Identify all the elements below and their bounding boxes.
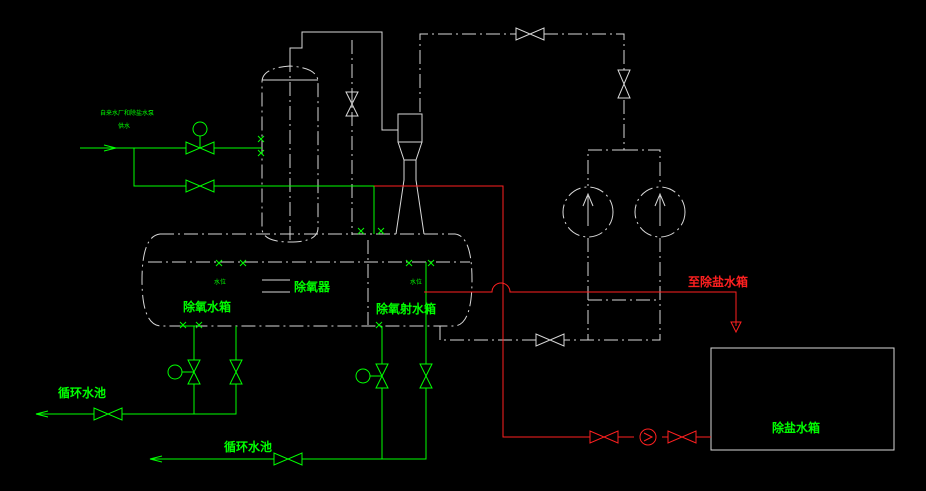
valve-bottom-horizontal[interactable] [535, 333, 565, 347]
valve-top-vertical[interactable] [617, 69, 631, 99]
valve-red-2[interactable] [667, 430, 697, 444]
makeup-source-label: 自来水厂和除盐水泵 [100, 109, 154, 117]
pump-red[interactable] [639, 428, 657, 446]
demin-water-tank [710, 347, 895, 451]
valve-ctrl-right[interactable] [355, 363, 389, 389]
deaerator-column [261, 31, 398, 244]
level-label-right: 水位 [410, 278, 422, 286]
makeup-source-label-2: 供水 [118, 122, 130, 130]
valve-makeup-bypass[interactable] [185, 179, 215, 193]
valve-makeup-main[interactable] [185, 121, 215, 155]
pump-piping [419, 33, 661, 341]
green-markers [179, 135, 435, 329]
makeup-water-line [80, 144, 375, 234]
red-line-to-demin [374, 185, 742, 438]
bottom-left-piping [35, 325, 237, 418]
valve-red-1[interactable] [589, 430, 619, 444]
recirc-pool-label-1: 循环水池 [58, 385, 106, 400]
ejector [395, 113, 425, 235]
valve-ctrl-left[interactable] [167, 359, 201, 385]
valve-recirc-1[interactable] [93, 407, 123, 421]
deaerator-label: 除氧器 [294, 279, 331, 294]
valve-column-vertical[interactable] [345, 91, 359, 117]
horizontal-tank [141, 233, 473, 327]
ejector-tank-label: 除氧射水箱 [376, 301, 436, 316]
pump-right [634, 186, 686, 238]
level-label-left: 水位 [214, 278, 226, 286]
demin-tank-label: 除盐水箱 [772, 420, 820, 435]
valve-left-2[interactable] [229, 359, 243, 385]
pump-left [562, 186, 614, 238]
valve-right-2[interactable] [419, 363, 433, 389]
valve-top-horizontal[interactable] [515, 27, 545, 41]
deaerator-tank-label: 除氧水箱 [183, 299, 231, 314]
valve-recirc-2[interactable] [273, 452, 303, 466]
recirc-pool-label-2: 循环水池 [224, 439, 272, 454]
to-demin-tank-label: 至除盐水箱 [688, 274, 748, 289]
bottom-right-piping [149, 262, 427, 463]
